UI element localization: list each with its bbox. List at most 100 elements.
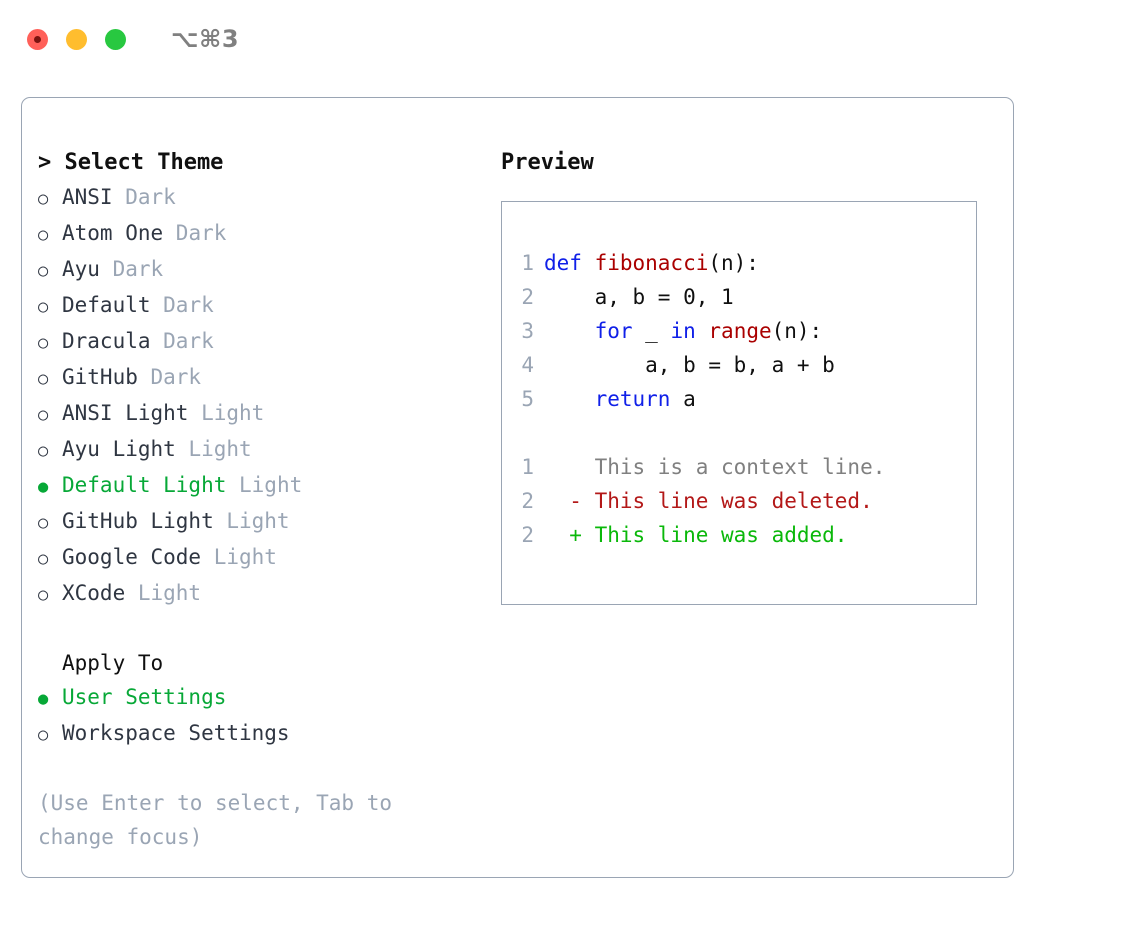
theme-option-label: Ayu xyxy=(62,257,100,281)
radio-unselected-icon: ○ xyxy=(38,261,49,281)
code-token-keyword: in xyxy=(670,319,696,343)
radio-unselected-icon: ○ xyxy=(38,549,49,569)
code-line: 5 return a xyxy=(514,382,966,416)
code-token-keyword: def xyxy=(544,251,595,275)
diff-lines: 1 This is a context line.2 - This line w… xyxy=(514,450,966,552)
theme-option-label: Ayu Light xyxy=(62,437,176,461)
diff-line-added: 2 + This line was added. xyxy=(514,518,966,552)
line-number: 5 xyxy=(521,387,534,411)
diff-line-text: This is a context line. xyxy=(544,455,886,479)
code-line: 1 def fibonacci(n): xyxy=(514,246,966,280)
code-line-text: for _ in range(n): xyxy=(544,314,823,348)
radio-unselected-icon: ○ xyxy=(38,297,49,317)
preview-heading: Preview xyxy=(501,150,594,175)
theme-option-label: GitHub xyxy=(62,365,138,389)
spacer xyxy=(514,416,966,450)
apply-to-option-label: User Settings xyxy=(62,685,227,709)
theme-option-variant: Dark xyxy=(99,257,164,281)
apply-to-option-label: Workspace Settings xyxy=(62,721,290,745)
code-token-plain: (n): xyxy=(708,251,759,275)
theme-option-label: GitHub Light xyxy=(62,509,214,533)
code-token-plain xyxy=(544,319,595,343)
theme-option-google-code[interactable]: ○ Google Code Light xyxy=(38,540,488,576)
theme-option-label: Dracula xyxy=(62,329,151,353)
code-token-keyword: for xyxy=(594,319,633,343)
theme-option-default-light[interactable]: ● Default Light Light xyxy=(38,468,488,504)
theme-option-label: Google Code xyxy=(62,545,202,569)
diff-line-text: - This line was deleted. xyxy=(544,489,873,513)
diff-line-deleted: 2 - This line was deleted. xyxy=(514,484,966,518)
keyboard-hint-text: (Use Enter to select, Tab to change focu… xyxy=(38,791,393,849)
apply-to-option-user-settings[interactable]: ● User Settings xyxy=(38,680,488,716)
diff-line-text: + This line was added. xyxy=(544,523,848,547)
apply-to-heading: Apply To xyxy=(62,651,164,675)
line-number: 2 xyxy=(521,285,534,309)
line-number: 1 xyxy=(521,455,534,479)
code-line: 2 a, b = 0, 1 xyxy=(514,280,966,314)
code-line: 4 a, b = b, a + b xyxy=(514,348,966,382)
theme-option-variant: Light xyxy=(175,437,252,461)
close-button[interactable] xyxy=(27,28,48,50)
code-token-keyword: return xyxy=(594,387,671,411)
code-token-function: fibonacci xyxy=(594,251,709,275)
apply-to-option-workspace-settings[interactable]: ○Workspace Settings xyxy=(38,716,488,752)
code-token-plain xyxy=(696,319,709,343)
theme-option-ayu-light[interactable]: ○ Ayu Light Light xyxy=(38,432,488,468)
line-number: 1 xyxy=(521,251,534,275)
code-token-function: range xyxy=(708,319,772,343)
theme-option-xcode[interactable]: ○XCode Light xyxy=(38,576,488,612)
theme-option-variant: Light xyxy=(201,545,277,569)
radio-selected-icon: ● xyxy=(38,689,49,709)
theme-option-variant: Dark xyxy=(112,185,176,209)
theme-option-label: Default Light xyxy=(62,473,227,497)
diff-line-context: 1 This is a context line. xyxy=(514,450,966,484)
theme-option-variant: Light xyxy=(226,473,303,497)
theme-option-github[interactable]: ○ GitHub Dark xyxy=(38,360,488,396)
theme-picker-card: > Select Theme ○ANSI Dark○Atom One Dark○… xyxy=(21,97,1014,878)
line-number: 2 xyxy=(521,489,534,513)
window-titlebar: ⌥⌘3 xyxy=(0,0,1140,78)
code-token-plain: a, b = b, a + b xyxy=(544,353,835,377)
minimize-button[interactable] xyxy=(66,28,87,50)
theme-option-label: Atom One xyxy=(62,221,164,245)
radio-unselected-icon: ○ xyxy=(38,585,49,605)
theme-option-ayu[interactable]: ○ Ayu Dark xyxy=(38,252,488,288)
theme-option-variant: Light xyxy=(188,401,265,425)
theme-option-default[interactable]: ○Default Dark xyxy=(38,288,488,324)
theme-option-label: ANSI Light xyxy=(62,401,189,425)
theme-selection-pane: > Select Theme ○ANSI Dark○Atom One Dark○… xyxy=(38,146,488,854)
spacer xyxy=(38,612,488,646)
code-line-text: a, b = 0, 1 xyxy=(544,280,734,314)
theme-option-github-light[interactable]: ○GitHub Light Light xyxy=(38,504,488,540)
keyboard-shortcut-label: ⌥⌘3 xyxy=(171,25,240,53)
radio-selected-icon: ● xyxy=(38,477,49,497)
select-theme-heading: > Select Theme xyxy=(38,150,224,175)
zoom-button[interactable] xyxy=(105,28,126,50)
radio-unselected-icon: ○ xyxy=(38,369,49,389)
code-token-plain: a xyxy=(670,387,696,411)
theme-option-ansi-light[interactable]: ○ANSI Light Light xyxy=(38,396,488,432)
radio-unselected-icon: ○ xyxy=(38,513,49,533)
code-token-plain: _ xyxy=(632,319,671,343)
code-token-plain: (n): xyxy=(771,319,823,343)
code-line: 3 for _ in range(n): xyxy=(514,314,966,348)
theme-list[interactable]: ○ANSI Dark ○ Atom One Dark ○ Ayu Dark ○ Defaul… xyxy=(38,180,488,612)
theme-option-variant: Dark xyxy=(150,329,214,353)
theme-option-dracula[interactable]: ○ Dracula Dark xyxy=(38,324,488,360)
theme-option-variant: Dark xyxy=(137,365,202,389)
radio-unselected-icon: ○ xyxy=(38,333,49,353)
line-number: 2 xyxy=(521,523,534,547)
theme-option-ansi[interactable]: ○ANSI Dark xyxy=(38,180,488,216)
radio-unselected-icon: ○ xyxy=(38,441,49,461)
theme-option-atom-one[interactable]: ○Atom One Dark xyxy=(38,216,488,252)
theme-option-variant: Light xyxy=(125,581,202,605)
apply-to-list[interactable]: ● User Settings ○Workspace Settings xyxy=(38,680,488,752)
theme-option-label: Default xyxy=(62,293,151,317)
code-token-plain: a, b = 0, 1 xyxy=(544,285,734,309)
radio-unselected-icon: ○ xyxy=(38,225,49,245)
code-token-plain xyxy=(544,387,595,411)
